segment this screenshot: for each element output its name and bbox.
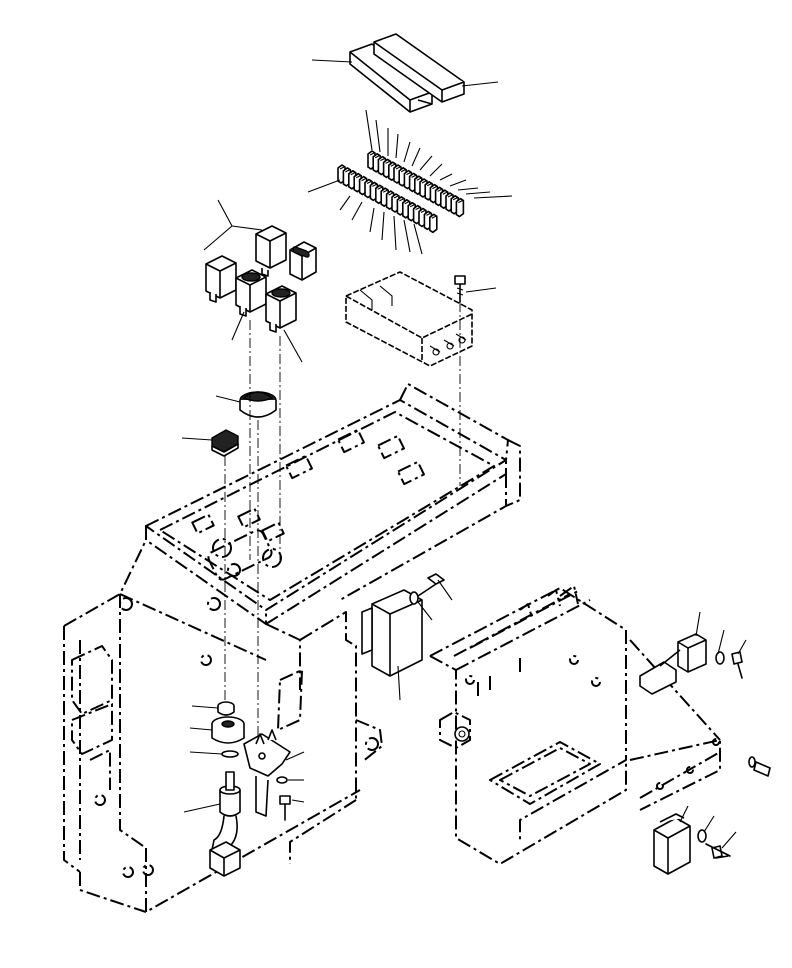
upper-fuse-17 <box>455 197 465 218</box>
leader-rotary-switch <box>183 803 221 813</box>
leader-fuse-11 <box>465 191 491 195</box>
leader-fuse-12 <box>473 195 513 199</box>
switch-collar <box>211 716 245 744</box>
relay-socket-group <box>205 225 317 333</box>
leader-fuse-20 <box>413 223 423 255</box>
switch-washer <box>221 750 239 758</box>
bracket-screw <box>279 795 291 821</box>
small-knob <box>211 429 239 457</box>
leader-fuse-6 <box>419 155 433 171</box>
flasher-unit <box>653 813 691 875</box>
module-bolt <box>409 573 445 605</box>
leader-small-knob <box>181 437 213 441</box>
leader-collar <box>189 727 213 731</box>
leader-washer-a <box>717 629 725 655</box>
flasher-hardware <box>697 829 731 859</box>
horn-relay-hardware <box>715 651 743 679</box>
leader-bracket <box>285 751 305 761</box>
right-bolt <box>748 756 771 777</box>
rotary-switch <box>209 771 241 877</box>
leader-fuse-15 <box>351 201 363 221</box>
leader-bolt <box>465 287 497 293</box>
rotary-knob <box>239 391 277 418</box>
console-frame <box>63 383 521 913</box>
leader-washer-b <box>703 815 715 833</box>
leader-fuse-19 <box>403 219 411 253</box>
bracket-washer <box>276 776 288 784</box>
terminal-cover <box>349 33 465 113</box>
leader-fuse-16 <box>369 207 375 233</box>
leader-controller <box>397 665 401 701</box>
fuse-leaders <box>307 109 513 255</box>
leader-flasher <box>679 805 689 823</box>
fuse-row-upper <box>367 150 465 218</box>
horn-relay <box>639 633 707 695</box>
leader-washer-c <box>189 751 223 755</box>
leader-fuse-5 <box>411 147 421 167</box>
leader-fuse-0 <box>365 109 373 151</box>
leader-fuse-17 <box>381 211 385 241</box>
leader-bracket-screw <box>291 799 305 803</box>
relay-leaders <box>203 199 303 363</box>
leader-fuse-7 <box>429 163 443 177</box>
leader-fuse-3 <box>395 133 399 159</box>
leader-nut <box>191 705 219 709</box>
leader-cover-left <box>311 59 353 63</box>
leader-bolt-b <box>721 831 737 849</box>
leader-fuse-14 <box>339 195 351 211</box>
mounting-bolt <box>454 275 466 303</box>
leader-fuse-8 <box>439 173 453 181</box>
fuse-box <box>345 271 473 367</box>
controller-module <box>361 589 423 677</box>
lower-fuse-17 <box>429 213 438 234</box>
leader-fuse-13 <box>307 179 341 193</box>
switch-nut <box>217 701 235 716</box>
leader-rotary-knob <box>215 395 241 403</box>
leader-fuse-10 <box>457 187 479 191</box>
leader-cover-right <box>461 81 499 87</box>
lower-bracket-frame <box>429 585 721 865</box>
leader-fuse-9 <box>449 179 467 187</box>
leader-module-washer <box>417 601 433 621</box>
leader-fuse-1 <box>375 119 381 153</box>
leader-fuse-18 <box>393 215 397 251</box>
leader-module-bolt <box>437 579 453 601</box>
fuse-row-lower <box>337 164 438 234</box>
leader-fuse-4 <box>403 141 411 163</box>
switch-bracket <box>243 729 291 817</box>
leader-bolt-a <box>737 639 747 655</box>
leader-horn-relay <box>695 611 701 637</box>
